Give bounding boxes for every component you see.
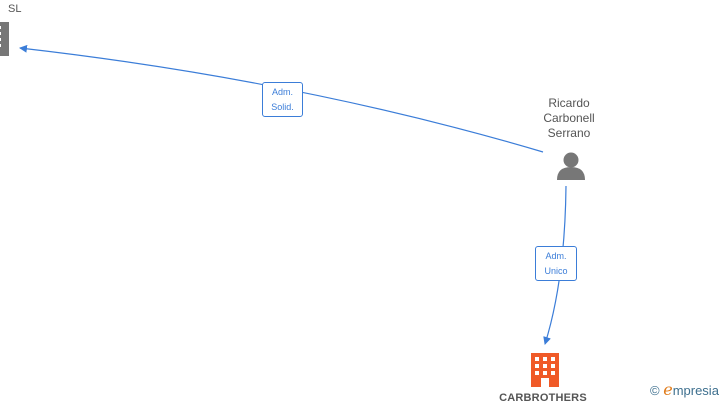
copyright-icon: © [650, 383, 660, 398]
empresia-watermark: © empresia [650, 380, 719, 399]
building-icon[interactable] [531, 353, 559, 387]
brand-name: mpresia [672, 383, 719, 398]
person-name[interactable]: Ricardo Carbonell Serrano [529, 96, 609, 141]
company-bottom-label[interactable]: CARBROTHERS [499, 392, 587, 404]
edge-label-adm-unico: Adm. Unico [535, 246, 577, 281]
person-name-line: Ricardo [548, 96, 590, 110]
company-top-left-label-tail: SL [8, 3, 22, 15]
company-top-left-label[interactable]: SL [0, 3, 21, 15]
edge-label-line: Unico [544, 266, 568, 276]
person-name-line: Serrano [547, 126, 591, 140]
person-icon[interactable] [557, 152, 585, 181]
edge-label-adm-solid: Adm. Solid. [262, 82, 303, 117]
brand-initial: e [663, 380, 673, 399]
edge-label-line: Adm. [545, 251, 567, 261]
edge-label-line: Adm. [271, 87, 293, 97]
building-icon[interactable] [0, 22, 9, 56]
person-name-line: Carbonell [543, 111, 595, 125]
edge-label-line: Solid. [271, 102, 294, 112]
